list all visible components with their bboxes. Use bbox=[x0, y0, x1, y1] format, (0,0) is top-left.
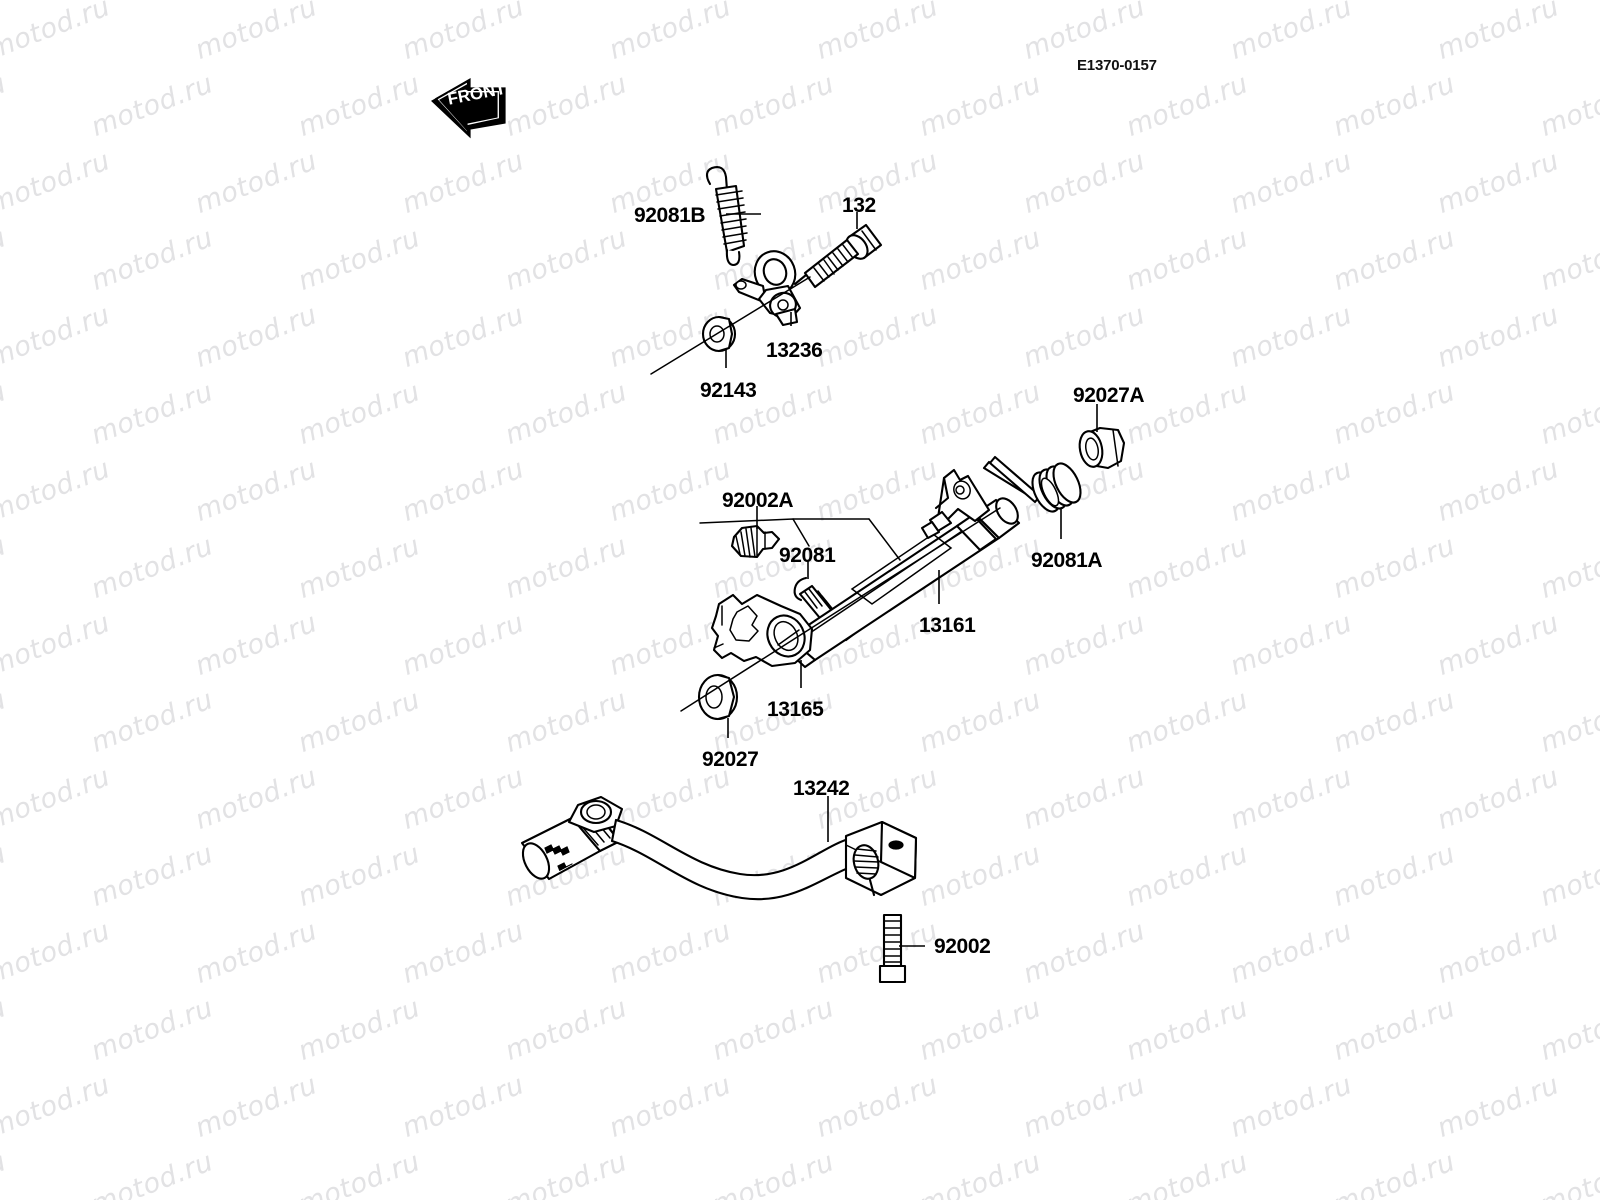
part-label-92002A: 92002A bbox=[722, 489, 794, 512]
part-label-13161: 13161 bbox=[919, 614, 976, 637]
bolt-92002-icon bbox=[878, 913, 907, 984]
torsion-spring-92081A-icon bbox=[982, 455, 1082, 513]
shift-pawl-lever-13236-icon bbox=[732, 250, 802, 327]
leader-lines bbox=[725, 212, 1098, 947]
part-label-92002: 92002 bbox=[934, 935, 991, 958]
step-bolt-92002A-icon bbox=[730, 524, 781, 559]
shift-arm-plate-13165-icon bbox=[710, 593, 814, 668]
gear-change-pedal-13242-icon bbox=[520, 795, 918, 901]
gear-change-shaft-13161-icon bbox=[779, 468, 1021, 669]
part-label-92081B: 92081B bbox=[634, 204, 706, 227]
part-label-92027A: 92027A bbox=[1073, 384, 1145, 407]
flange-bolt-132-icon bbox=[793, 223, 883, 289]
collar-92027-icon bbox=[697, 673, 739, 721]
part-label-92143: 92143 bbox=[700, 379, 757, 402]
part-label-13236: 13236 bbox=[766, 339, 823, 362]
collar-92143-icon bbox=[701, 315, 737, 353]
part-label-92027: 92027 bbox=[702, 748, 759, 771]
part-label-13165: 13165 bbox=[767, 698, 824, 721]
coil-spring-92081B-icon bbox=[705, 166, 748, 267]
part-label-92081: 92081 bbox=[779, 544, 836, 567]
collar-92027A-icon bbox=[1078, 426, 1126, 470]
diagram-id-code: E1370-0157 bbox=[1077, 57, 1157, 74]
part-label-92081A: 92081A bbox=[1031, 549, 1103, 572]
front-arrow-icon bbox=[431, 77, 506, 139]
part-label-13242: 13242 bbox=[793, 777, 850, 800]
part-label-132: 132 bbox=[842, 194, 876, 217]
